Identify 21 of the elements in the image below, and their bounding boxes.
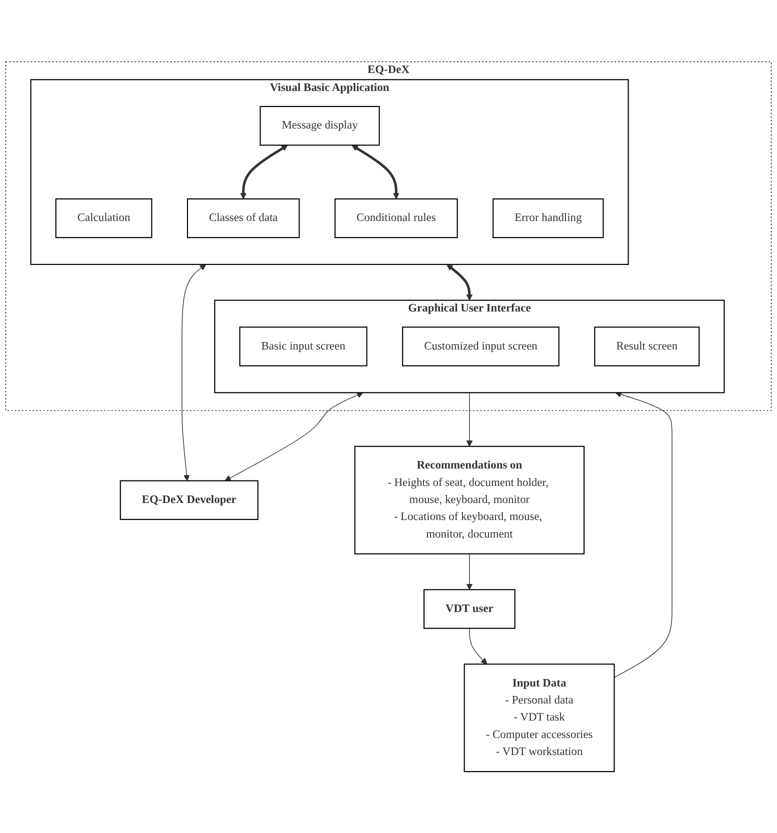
node-box: Customized input screen [402, 326, 560, 366]
node-box: Result screen [594, 326, 700, 366]
node-box: Basic input screen [239, 326, 368, 366]
arrow [614, 391, 672, 678]
node-box: Recommendations on - Heights of seat, document holder, mouse, keyboard, monitor - Locations of keyboard, mouse, monitor, document [354, 446, 585, 554]
arrow [240, 144, 288, 200]
arrow [466, 392, 473, 447]
node-box: Conditional rules [334, 198, 458, 238]
arrow [469, 628, 488, 664]
arrow [224, 392, 364, 481]
node-box: Message display [260, 106, 380, 146]
arrow [466, 553, 473, 590]
arrow [446, 264, 473, 300]
node-box: Error handling [492, 198, 604, 238]
node-box: EQ-DeX Developer [120, 480, 258, 520]
arrow [182, 264, 206, 481]
node-box: Input Data - Personal data - VDT task - Computer accessories - VDT workstation [464, 663, 615, 772]
node-box: Calculation [55, 198, 152, 238]
arrow [352, 144, 400, 200]
node-box: VDT user [424, 588, 516, 629]
node-box: Classes of data [186, 198, 300, 238]
